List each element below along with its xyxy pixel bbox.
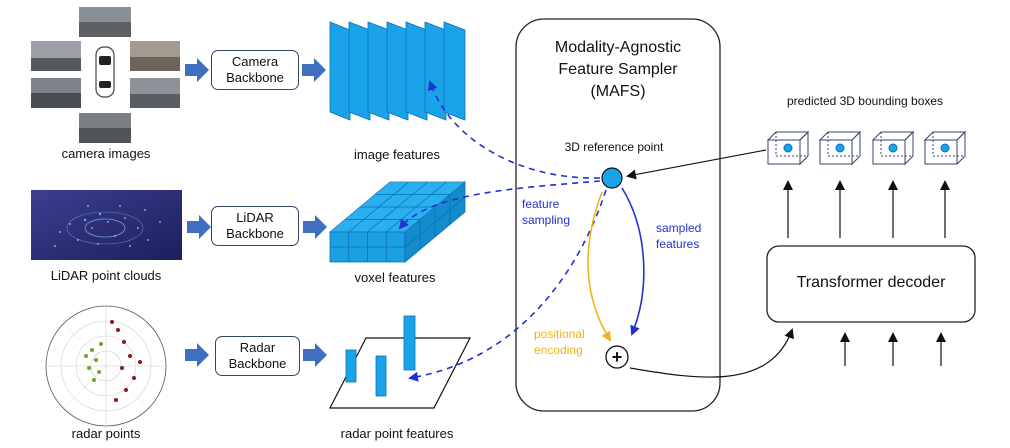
image-features-label: image features: [354, 147, 440, 162]
sampled-features-arrow: [621, 187, 645, 336]
positional-encoding-label: positional encoding: [534, 326, 585, 358]
camera-images-label: camera images: [61, 146, 151, 161]
radar-points-label: radar points: [71, 426, 141, 441]
positional-encoding-arrow: [587, 191, 612, 342]
predicted-bounding-boxes: [766, 130, 967, 166]
mafs-title: Modality-Agnostic Feature Sampler (MAFS): [555, 37, 681, 103]
camera-backbone-line2: Backbone: [226, 70, 284, 85]
reference-point-label: 3D reference point: [564, 140, 664, 154]
feature-sampling-arrows: [398, 80, 607, 382]
reference-point-circle: [601, 167, 623, 189]
feature-sampling-label: feature sampling: [522, 196, 570, 228]
bbox-cube: [766, 130, 810, 166]
sampled-features-line2: features: [656, 237, 700, 251]
ego-car-icon: [95, 46, 115, 98]
radar-backbone-line1: Radar: [239, 340, 276, 355]
lidar-point-clouds-label: LiDAR point clouds: [50, 268, 162, 283]
bbox-cube: [818, 130, 862, 166]
radar-point-feature-plane: [329, 315, 471, 409]
radar-point-features-label: radar point features: [340, 426, 454, 441]
camera-images: [31, 7, 180, 143]
voxel-feature-grid: [328, 181, 467, 263]
sampled-features-label: sampled features: [656, 220, 701, 252]
lidar-point-cloud: [31, 190, 182, 260]
lidar-backbone-line2: Backbone: [226, 226, 284, 241]
feature-sampling-line2: sampling: [522, 213, 571, 227]
camera-backbone-line1: Camera: [231, 54, 279, 69]
mafs-title-line2: Feature Sampler: [558, 61, 678, 78]
bbox-cube: [871, 130, 915, 166]
backbone-arrows: [185, 58, 327, 367]
radar-backbone-line2: Backbone: [228, 356, 287, 371]
positional-encoding-line2: encoding: [534, 343, 583, 357]
decoder-input-arrows: [840, 332, 946, 366]
sampled-features-line1: sampled: [656, 221, 702, 235]
query-arrow: [626, 149, 767, 180]
transformer-decoder-label: Transformer decoder: [796, 274, 946, 291]
mafs-title-line1: Modality-Agnostic: [554, 39, 682, 56]
voxel-features-label: voxel features: [354, 270, 436, 285]
predicted-boxes-label: predicted 3D bounding boxes: [786, 94, 944, 108]
plus-symbol: +: [611, 347, 623, 367]
positional-encoding-line1: positional: [534, 327, 585, 341]
transformer-decoder-box: [766, 245, 976, 323]
image-feature-maps: [329, 21, 466, 121]
plus-circle: [605, 345, 629, 369]
feature-sampling-line1: feature: [522, 197, 560, 211]
mafs-title-line3: (MAFS): [590, 83, 646, 100]
mafs-panel: [515, 18, 721, 412]
decoder-output-arrows: [783, 180, 950, 238]
fused-output-arrow: [629, 328, 794, 378]
radar-polar-plot: [45, 305, 167, 427]
lidar-backbone-line1: LiDAR: [236, 210, 274, 225]
bbox-cube: [923, 130, 967, 166]
